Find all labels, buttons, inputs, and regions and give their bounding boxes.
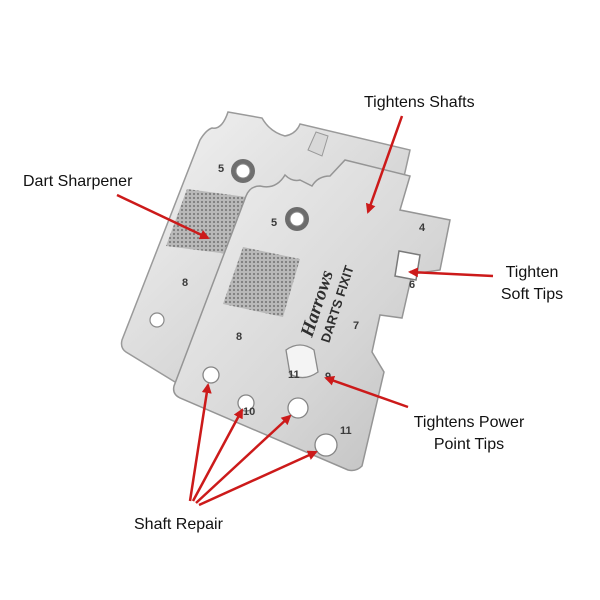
back-gear-icon <box>231 159 255 183</box>
label-tighten-soft-tips: Tighten Soft Tips <box>492 262 572 306</box>
arrow-shaft-repair-3 <box>196 416 290 503</box>
back-hole <box>150 313 164 327</box>
label-tightens-power-point-line2: Point Tips <box>404 434 534 456</box>
shaft-repair-hole <box>203 367 219 383</box>
front-gear-icon <box>285 207 309 231</box>
front-num-10: 10 <box>243 406 255 418</box>
back-num-8: 8 <box>182 277 188 289</box>
label-tighten-soft-tips-line1: Tighten <box>492 262 572 284</box>
front-num-5: 5 <box>271 217 277 229</box>
arrow-tighten-soft-tips <box>410 272 493 276</box>
label-dart-sharpener: Dart Sharpener <box>23 171 132 193</box>
label-tightens-shafts: Tightens Shafts <box>364 92 475 114</box>
label-tighten-soft-tips-line2: Soft Tips <box>492 284 572 306</box>
front-num-11: 11 <box>288 369 300 381</box>
shaft-repair-hole <box>288 398 308 418</box>
front-num-8: 8 <box>236 331 242 343</box>
arrow-shaft-repair-2 <box>193 410 242 501</box>
front-square-slot <box>395 251 420 280</box>
arrow-shaft-repair-4 <box>199 452 316 505</box>
label-tightens-power-point-line1: Tightens Power <box>404 412 534 434</box>
back-num-5: 5 <box>218 163 224 175</box>
front-num-11b: 11 <box>340 425 352 437</box>
label-shaft-repair: Shaft Repair <box>134 514 223 536</box>
front-num-6: 6 <box>409 279 415 291</box>
shaft-repair-hole <box>315 434 337 456</box>
label-tightens-power-point: Tightens Power Point Tips <box>404 412 534 456</box>
front-num-9: 9 <box>325 371 331 383</box>
front-num-4: 4 <box>419 222 426 234</box>
front-num-7: 7 <box>353 320 359 332</box>
